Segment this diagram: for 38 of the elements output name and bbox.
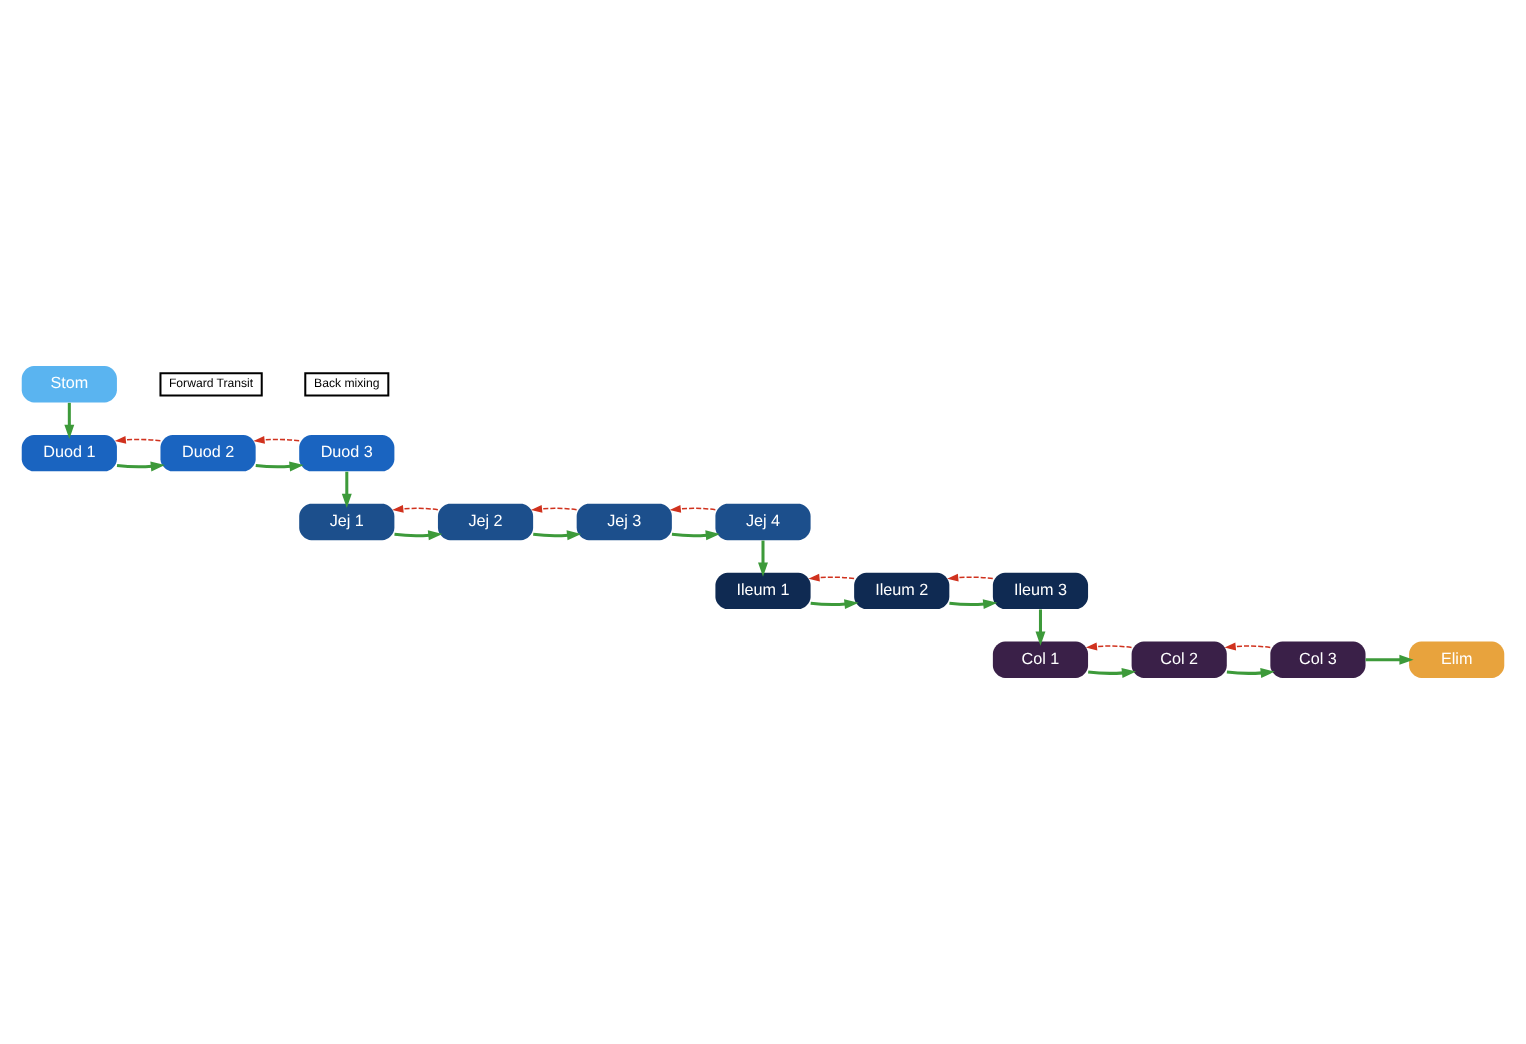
arrow xyxy=(1087,668,1137,678)
arrow xyxy=(253,436,300,444)
node-box: Ileum 3 xyxy=(992,572,1089,610)
node-box: Duod 3 xyxy=(299,434,395,472)
arrow xyxy=(114,436,162,444)
node-box: Duod 2 xyxy=(160,434,256,472)
arrow xyxy=(1226,668,1275,678)
node-box: Elim xyxy=(1409,641,1505,678)
arrow xyxy=(808,573,855,582)
node-box: Jej 1 xyxy=(299,503,395,541)
arrow xyxy=(1224,642,1272,651)
node-box: Col 2 xyxy=(1131,641,1227,678)
arrow xyxy=(949,599,998,610)
arrow xyxy=(1035,609,1046,646)
arrow xyxy=(530,504,578,513)
arrow xyxy=(392,504,439,513)
node-box: Jej 3 xyxy=(576,503,672,541)
arrow xyxy=(947,573,994,582)
arrow xyxy=(758,540,768,577)
arrow xyxy=(1365,654,1414,665)
node-box: Col 1 xyxy=(992,641,1089,678)
node-box: Stom xyxy=(21,366,117,403)
node-box: Ileum 1 xyxy=(715,572,811,610)
node-box: Ileum 2 xyxy=(854,572,950,610)
arrow xyxy=(64,402,75,440)
arrow xyxy=(116,461,165,472)
node-box: Jej 4 xyxy=(715,503,811,541)
arrow xyxy=(810,599,859,610)
node-box: Jej 2 xyxy=(437,503,534,541)
arrow xyxy=(1085,642,1133,651)
arrow xyxy=(533,530,582,541)
arrow xyxy=(669,504,717,513)
arrow xyxy=(341,471,352,508)
node-box: Col 3 xyxy=(1270,641,1366,678)
arrow xyxy=(394,530,443,541)
node-box: Duod 1 xyxy=(21,434,117,472)
arrow xyxy=(671,530,720,541)
arrow xyxy=(255,461,304,472)
